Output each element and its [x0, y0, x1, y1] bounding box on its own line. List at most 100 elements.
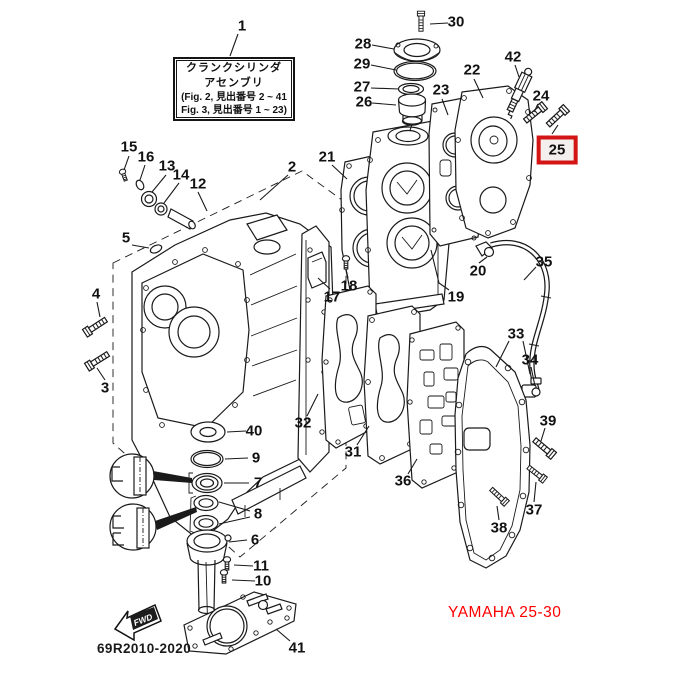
leader-line-36	[407, 458, 418, 475]
part-callout-39[interactable]: 39	[539, 412, 557, 430]
part-callout-21[interactable]: 21	[318, 148, 336, 166]
leader-line-32	[306, 393, 319, 417]
leader-line-24	[533, 103, 539, 113]
drawing-number: 69R2010-2020	[97, 641, 192, 656]
part-callout-12[interactable]: 12	[189, 175, 207, 193]
part-callout-5[interactable]: 5	[121, 229, 131, 247]
spark-plug-drawing	[506, 67, 533, 120]
part-callout-25[interactable]: 25	[536, 135, 578, 165]
part-callout-41[interactable]: 41	[288, 639, 306, 657]
part-callout-2[interactable]: 2	[287, 158, 297, 176]
part-callout-3[interactable]: 3	[100, 379, 110, 397]
leader-line-33	[522, 340, 531, 375]
leader-line-35	[523, 266, 537, 281]
part-callout-10[interactable]: 10	[254, 572, 272, 590]
part-callout-15[interactable]: 15	[120, 138, 138, 156]
part-callout-9[interactable]: 9	[251, 449, 261, 467]
part-callout-32[interactable]: 32	[294, 414, 312, 432]
part-callout-40[interactable]: 40	[245, 422, 263, 440]
fitting-34-drawing	[530, 377, 542, 397]
screw-11-drawing	[222, 556, 232, 571]
cover-33-drawing	[454, 345, 537, 569]
part-callout-17[interactable]: 17	[323, 288, 341, 306]
part-callout-6[interactable]: 6	[250, 531, 260, 549]
leader-line-11	[233, 564, 254, 567]
part-callout-37[interactable]: 37	[525, 501, 543, 519]
leader-line-10	[231, 579, 256, 582]
leader-line-23	[441, 98, 449, 116]
part-callout-19[interactable]: 19	[447, 288, 465, 306]
leader-line-37	[533, 481, 537, 503]
thermostat-stack-drawing	[393, 10, 441, 131]
part-callout-26[interactable]: 26	[355, 93, 373, 111]
info-line-2: アセンブリ	[204, 77, 264, 89]
leader-line-4	[96, 301, 101, 318]
part-callout-35[interactable]: 35	[535, 253, 553, 271]
gasket-41-drawing	[183, 591, 297, 655]
anode-17-drawing	[307, 251, 327, 289]
leader-line-33	[495, 340, 510, 368]
leader-line-15	[123, 155, 130, 171]
leader-line-6	[228, 539, 248, 543]
leader-line-41	[275, 628, 291, 642]
leader-line-42	[514, 64, 520, 78]
part-callout-4[interactable]: 4	[91, 285, 101, 303]
part-callout-1[interactable]: 1	[237, 17, 247, 35]
part-callout-36[interactable]: 36	[394, 472, 412, 490]
part-callout-11[interactable]: 11	[253, 557, 269, 575]
part-callout-38[interactable]: 38	[490, 519, 508, 537]
leader-line-2	[259, 174, 289, 201]
part-callout-18[interactable]: 18	[340, 277, 358, 295]
part-callout-27[interactable]: 27	[353, 78, 371, 96]
part-callout-22[interactable]: 22	[463, 61, 481, 79]
screw-10-drawing	[219, 569, 229, 584]
part-callout-30[interactable]: 30	[447, 13, 465, 31]
leader-line-17	[317, 277, 331, 290]
leader-line-3	[96, 367, 106, 381]
leader-line-18	[345, 268, 349, 279]
part-callout-7[interactable]: 7	[253, 474, 263, 492]
leader-line-5	[131, 244, 150, 249]
crankcase-drawing	[131, 212, 334, 542]
leader-line-34	[530, 366, 536, 387]
part-callout-42[interactable]: 42	[504, 48, 522, 66]
part-callout-31[interactable]: 31	[344, 443, 362, 461]
leader-line-9	[224, 457, 249, 460]
fitting-20-drawing	[475, 241, 495, 258]
leader-line-40	[226, 430, 247, 433]
leader-line-38	[496, 505, 500, 521]
leader-line-1	[229, 33, 239, 57]
part-callout-33[interactable]: 33	[507, 325, 525, 343]
small-hardware-drawing	[118, 167, 196, 254]
model-note: YAMAHA 25-30	[448, 604, 562, 621]
leader-line-14	[163, 182, 180, 204]
bearing-stack-drawing	[109, 421, 232, 641]
part-callout-34[interactable]: 34	[521, 351, 539, 369]
leader-line-22	[473, 78, 484, 99]
bolt-25-drawing	[544, 104, 571, 129]
leader-line-29	[370, 64, 397, 71]
part-callout-14[interactable]: 14	[172, 166, 190, 184]
part-callout-8[interactable]: 8	[253, 505, 263, 523]
part-callout-28[interactable]: 28	[354, 35, 372, 53]
phantom-box	[112, 170, 347, 558]
part-callout-16[interactable]: 16	[137, 148, 155, 166]
leader-line-30	[429, 22, 449, 25]
leader-line-21	[331, 164, 348, 180]
part-callout-20[interactable]: 20	[469, 262, 487, 280]
gasket-32-drawing	[321, 285, 377, 449]
part-callout-29[interactable]: 29	[353, 55, 371, 73]
leader-line-20	[478, 256, 488, 264]
part-callout-13[interactable]: 13	[158, 157, 176, 175]
part-callout-24[interactable]: 24	[532, 87, 550, 105]
leader-line-26	[371, 102, 397, 106]
leader-line-25	[551, 124, 559, 135]
bolt-4-drawing	[81, 315, 109, 338]
part-callout-23[interactable]: 23	[432, 81, 450, 99]
fwd-arrow: FWD	[113, 603, 162, 642]
leader-lines	[96, 22, 559, 642]
leader-line-31	[356, 425, 370, 446]
